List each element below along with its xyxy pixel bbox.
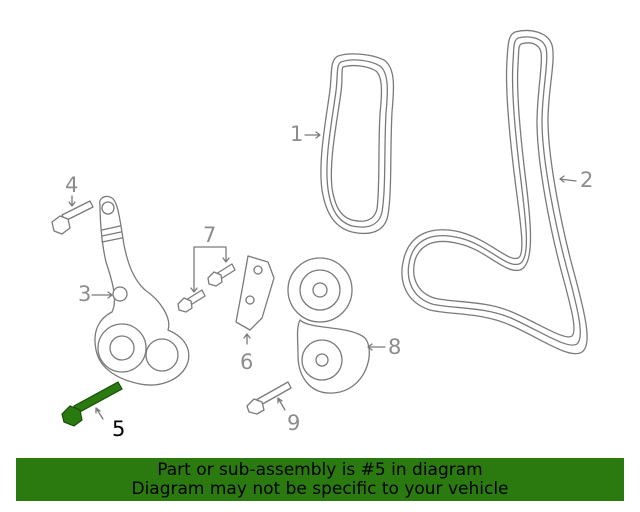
parts-diagram (51, 29, 588, 427)
info-banner: Part or sub-assembly is #5 in diagram Di… (16, 458, 624, 501)
banner-line-1: Part or sub-assembly is #5 in diagram (157, 460, 483, 480)
bolt-part-5 (61, 381, 123, 427)
callout-9: 9 (287, 411, 301, 435)
callout-1: 1 (290, 122, 304, 146)
callout-7: 7 (203, 223, 217, 247)
bolt-part-4 (51, 200, 94, 235)
callout-8: 8 (388, 335, 402, 359)
tensioner-part-3 (94, 195, 190, 386)
belt-part-2 (401, 29, 588, 355)
callout-3: 3 (78, 282, 92, 306)
callout-2: 2 (580, 168, 594, 192)
pulley-part-8 (287, 257, 370, 394)
leader-lines (68, 131, 577, 420)
bracket-part-6 (235, 255, 275, 331)
bolt-part-9 (246, 381, 292, 415)
belt-part-1 (320, 53, 395, 235)
callout-4: 4 (65, 173, 79, 197)
callout-6: 6 (240, 350, 254, 374)
callout-5: 5 (112, 417, 126, 441)
bolts-part-7 (177, 263, 236, 313)
banner-line-2: Diagram may not be specific to your vehi… (131, 479, 509, 499)
